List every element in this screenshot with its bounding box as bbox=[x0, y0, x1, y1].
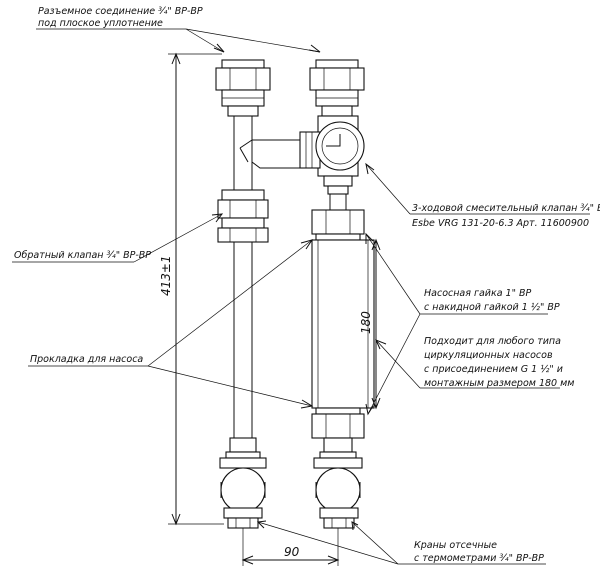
right-shutoff-valve bbox=[313, 437, 363, 529]
callout-union: Разъемное соединение ¾" ВР-ВР под плоско… bbox=[36, 6, 321, 53]
left-shutoff-valve bbox=[219, 437, 267, 529]
callout-mixing-valve: 3-ходовой смесительный клапан ¾" ВР Esbe… bbox=[365, 162, 600, 229]
callout-pump-fit: Подходит для любого типа циркуляционных … bbox=[375, 336, 574, 389]
shutoff-label-line1: Краны отсечные bbox=[414, 540, 497, 551]
left-top-union bbox=[215, 59, 271, 117]
mixing-valve-label-line2: Esbe VRG 131-20-6.3 Арт. 11600900 bbox=[412, 218, 589, 229]
pump-fit-label-line1: Подходит для любого типа bbox=[424, 336, 561, 347]
callout-pump-nut: Насосная гайка 1" ВР с накидной гайкой 1… bbox=[365, 232, 560, 416]
mixing-valve bbox=[299, 115, 365, 195]
dimension-spacing: 90 bbox=[241, 528, 340, 566]
union-label-line1: Разъемное соединение ¾" ВР-ВР bbox=[38, 6, 203, 17]
callout-check-valve: Обратный клапан ¾" ВР-ВР bbox=[12, 213, 224, 263]
left-pipe-assembly bbox=[215, 59, 300, 529]
mixing-valve-label-line1: 3-ходовой смесительный клапан ¾" ВР bbox=[412, 203, 600, 214]
gasket-label: Прокладка для насоса bbox=[30, 354, 143, 365]
pump-spacer bbox=[311, 239, 375, 409]
pump-fit-label-line3: с присоединением G 1 ½" и bbox=[424, 364, 563, 375]
union-label-line2: под плоское уплотнение bbox=[38, 18, 163, 29]
pump-length-dimension-label: 180 bbox=[359, 311, 373, 334]
dimension-height: 413±1 bbox=[159, 52, 224, 526]
height-dimension-label: 413±1 bbox=[159, 255, 173, 296]
right-pipe-assembly bbox=[299, 59, 375, 529]
upper-pump-nut bbox=[311, 209, 365, 241]
spacing-dimension-label: 90 bbox=[284, 545, 300, 559]
left-check-valve bbox=[217, 189, 269, 243]
pump-nut-label-line1: Насосная гайка 1" ВР bbox=[424, 288, 532, 299]
pump-fit-label-line4: монтажным размером 180 мм bbox=[424, 378, 574, 389]
pump-fit-label-line2: циркуляционных насосов bbox=[424, 350, 553, 361]
shutoff-label-line2: с термометрами ¾" ВР-ВР bbox=[414, 553, 544, 564]
check-valve-label: Обратный клапан ¾" ВР-ВР bbox=[14, 250, 151, 261]
callout-gasket: Прокладка для насоса bbox=[28, 239, 314, 409]
right-top-union bbox=[309, 59, 365, 117]
pump-nut-label-line2: с накидной гайкой 1 ½" ВР bbox=[424, 302, 560, 313]
dimension-pump-length: 180 bbox=[359, 238, 381, 410]
lower-pump-nut bbox=[311, 407, 365, 439]
callout-shutoff-valves: Краны отсечные с термометрами ¾" ВР-ВР bbox=[256, 520, 546, 565]
